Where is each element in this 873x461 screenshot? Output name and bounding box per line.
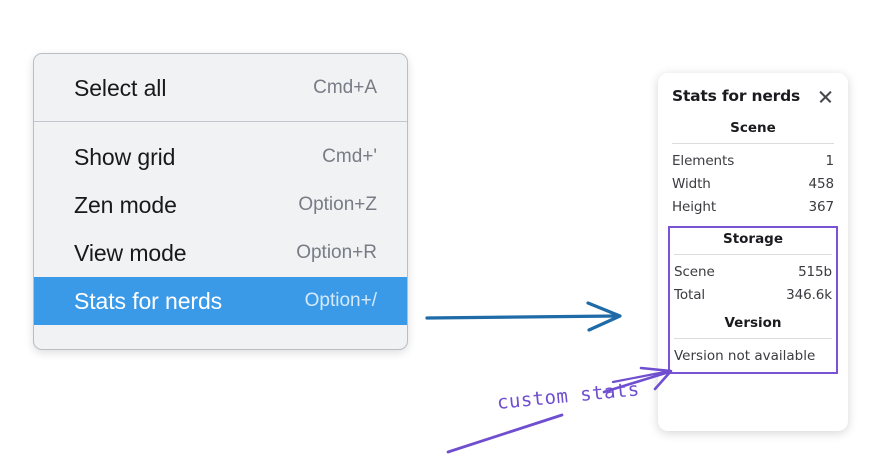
section-rule	[674, 338, 832, 339]
menu-item-shortcut: Cmd+'	[322, 146, 377, 167]
stats-row-key: Total	[674, 286, 706, 303]
menu-group-view: Show grid Cmd+' Zen mode Option+Z View m…	[34, 122, 407, 345]
stats-row-value: 346.6k	[786, 286, 832, 303]
menu-item-show-grid[interactable]: Show grid Cmd+'	[34, 133, 407, 181]
menu-item-label: Zen mode	[74, 191, 177, 218]
stats-row-value: 515b	[798, 263, 832, 280]
stats-row-height: Height 367	[672, 195, 834, 218]
menu-item-view-mode[interactable]: View mode Option+R	[34, 229, 407, 277]
callout-underline-stroke	[446, 413, 564, 454]
custom-stats-highlight-box: Storage Scene 515b Total 346.6k Version …	[668, 226, 838, 374]
menu-bottom-padding	[34, 325, 407, 345]
section-heading-version: Version	[724, 315, 782, 331]
stats-row-value: 458	[808, 175, 835, 192]
section-rule	[672, 143, 834, 144]
stats-row-width: Width 458	[672, 172, 834, 195]
menu-item-shortcut: Option+/	[304, 290, 377, 311]
stats-row-key: Elements	[672, 152, 735, 169]
stats-for-nerds-panel[interactable]: Stats for nerds Scene Elements 1 Width 4…	[658, 73, 848, 431]
close-icon[interactable]	[817, 88, 834, 105]
section-heading-scene: Scene	[730, 120, 776, 136]
stats-section-version: Version Version not available	[674, 306, 832, 366]
menu-divider	[34, 121, 407, 122]
stats-row-key: Width	[672, 175, 711, 192]
menu-item-shortcut: Cmd+A	[313, 77, 377, 98]
stats-row-elements: Elements 1	[672, 149, 834, 172]
stats-row-key: Height	[672, 198, 717, 215]
handwritten-annotation-custom-stats: custom stats	[495, 378, 641, 414]
section-rule	[674, 254, 832, 255]
stats-row-storage-scene: Scene 515b	[674, 260, 832, 283]
flow-arrow-menu-to-panel	[425, 301, 622, 332]
canvas-context-menu[interactable]: Select all Cmd+A Show grid Cmd+' Zen mod…	[33, 53, 408, 350]
stats-version-note: Version not available	[674, 347, 816, 364]
menu-item-stats-for-nerds[interactable]: Stats for nerds Option+/	[34, 277, 407, 325]
menu-item-shortcut: Option+R	[296, 242, 377, 263]
stats-row-key: Scene	[674, 263, 715, 280]
menu-item-shortcut: Option+Z	[298, 194, 377, 215]
stats-row-storage-total: Total 346.6k	[674, 283, 832, 306]
stats-section-storage: Storage Scene 515b Total 346.6k	[674, 230, 832, 306]
menu-group-selection: Select all Cmd+A	[34, 54, 407, 121]
menu-item-select-all[interactable]: Select all Cmd+A	[34, 64, 407, 112]
stats-panel-titlebar: Stats for nerds	[672, 87, 834, 105]
menu-item-label: Stats for nerds	[74, 287, 223, 314]
stats-panel-title: Stats for nerds	[672, 87, 801, 105]
menu-item-label: Select all	[74, 74, 167, 101]
menu-item-label: View mode	[74, 239, 187, 266]
stats-row-value: 367	[808, 198, 835, 215]
menu-item-label: Show grid	[74, 143, 176, 170]
section-heading-storage: Storage	[722, 231, 784, 247]
stats-section-scene: Scene Elements 1 Width 458 Height 367	[672, 119, 834, 218]
stats-row-value: 1	[825, 152, 835, 169]
stats-panel-body: Stats for nerds Scene Elements 1 Width 4…	[658, 73, 848, 384]
menu-item-zen-mode[interactable]: Zen mode Option+Z	[34, 181, 407, 229]
